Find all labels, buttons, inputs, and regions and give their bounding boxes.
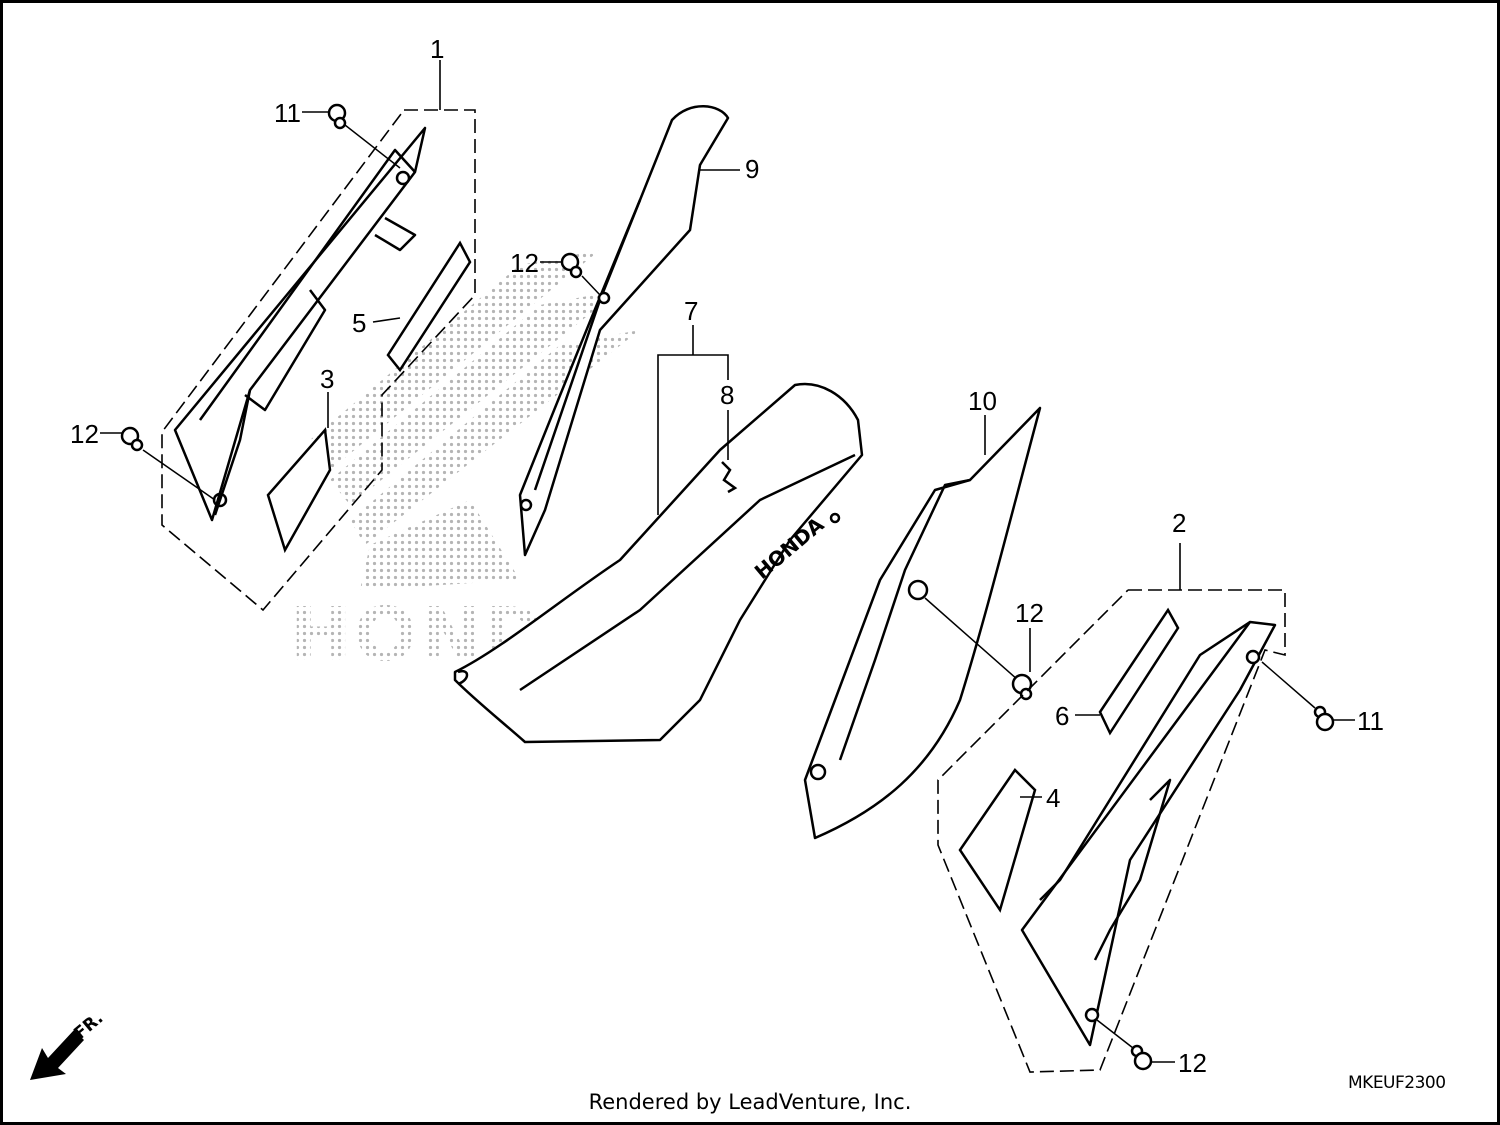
callout-12-left: 12	[70, 419, 99, 449]
part-6-cover-emblem	[1098, 607, 1180, 736]
diagram-code: MKEUF2300	[1348, 1073, 1446, 1093]
callout-1: 1	[430, 34, 444, 64]
callout-5: 5	[352, 308, 366, 338]
footer-credit: Rendered by LeadVenture, Inc.	[588, 1090, 912, 1114]
part-8-clip	[721, 461, 738, 494]
bolt-12-left	[120, 426, 216, 501]
callout-3: 3	[320, 364, 334, 394]
callout-7: 7	[684, 296, 698, 326]
callout-12-bottom-right: 12	[1178, 1048, 1207, 1078]
callout-11-right: 11	[1357, 706, 1384, 736]
callout-6: 6	[1055, 701, 1069, 731]
callout-leaders	[100, 111, 1355, 1063]
callout-10: 10	[968, 386, 997, 416]
callout-4: 4	[1046, 783, 1060, 813]
part-1-left-side-cover	[173, 126, 427, 522]
honda-wing-watermark	[310, 250, 640, 590]
part-9-upper-panel	[518, 105, 730, 557]
bolt-11-right	[1261, 661, 1335, 732]
callout-12-top-center: 12	[510, 248, 539, 278]
callout-2: 2	[1172, 508, 1186, 538]
part-10-inner-panel	[803, 406, 1042, 840]
callout-11-top-left: 11	[274, 98, 301, 128]
part-2-right-side-cover	[1020, 620, 1277, 1047]
group-2-outline	[937, 543, 1286, 1073]
callout-12-center: 12	[1015, 598, 1044, 628]
part-5-cover-emblem	[386, 240, 472, 373]
bolt-11-top-left	[327, 103, 401, 169]
bolt-12-center	[924, 597, 1033, 701]
callout-9: 9	[745, 154, 759, 184]
front-direction-arrow-icon: FR.	[30, 1008, 107, 1080]
group-7-bracket	[657, 325, 729, 515]
part-4-cover-pad	[958, 768, 1037, 913]
part-3-cover-pad	[266, 427, 332, 554]
bolt-12-bottom-right	[1096, 1019, 1153, 1071]
callout-8: 8	[720, 380, 734, 410]
